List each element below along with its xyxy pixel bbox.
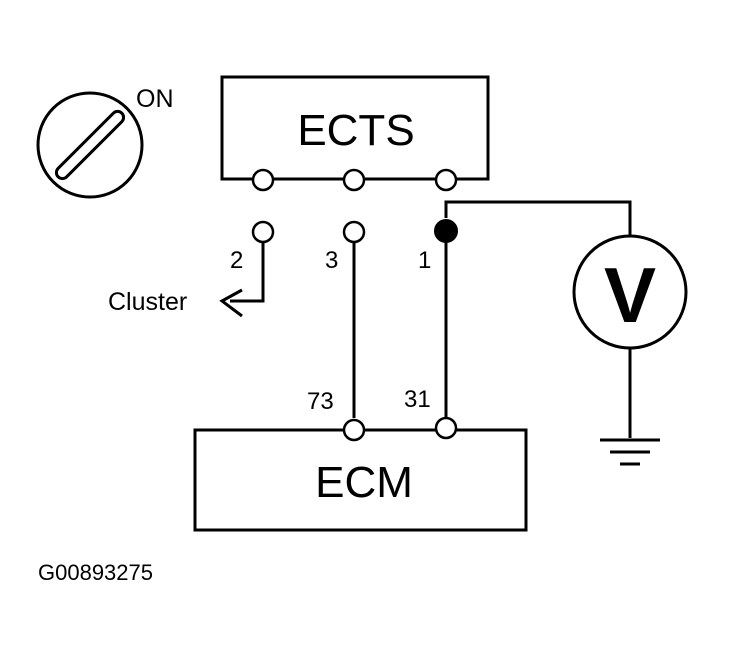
- ects-terminal-middle: [342, 168, 366, 192]
- pin-3-label: 3: [325, 247, 338, 274]
- cluster-label: Cluster: [108, 288, 187, 316]
- ignition-switch: [36, 91, 144, 199]
- pin-31-label: 31: [404, 386, 431, 413]
- ecm-terminal-73: [342, 418, 366, 442]
- cluster-arrow-icon: [219, 288, 243, 318]
- wire-probe-to-meter: [444, 200, 632, 236]
- ects-terminal-left: [251, 168, 275, 192]
- key-icon: [54, 109, 126, 181]
- ecm-box: [193, 428, 528, 532]
- pin-73-label: 73: [307, 388, 334, 415]
- voltmeter-label: V: [604, 251, 656, 339]
- harness-pin-1-probe: [434, 219, 458, 243]
- harness-pin-2: [251, 220, 275, 244]
- ects-label: ECTS: [297, 106, 414, 155]
- pin-1-label: 1: [418, 247, 431, 274]
- ecm-label: ECM: [315, 458, 413, 507]
- figure-id: G00893275: [38, 560, 153, 585]
- wire-pin-2-cluster: [230, 242, 265, 303]
- ecm-terminal-31: [434, 416, 458, 440]
- ects-terminal-right: [434, 168, 458, 192]
- ground-icon: [600, 438, 660, 466]
- harness-pin-3: [342, 220, 366, 244]
- voltmeter: V: [572, 234, 688, 350]
- pin-2-label: 2: [230, 247, 243, 274]
- ects-box: [220, 75, 490, 181]
- voltmeter-body: [572, 234, 688, 350]
- ignition-on-label: ON: [136, 85, 174, 113]
